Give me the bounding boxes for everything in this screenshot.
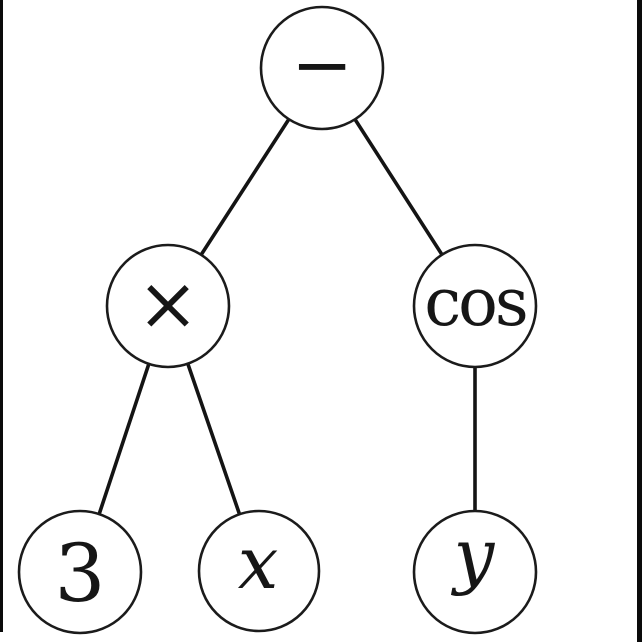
node-y-circle (412, 509, 538, 635)
node-times-label: × (137, 261, 199, 347)
node-three-label: 3 (55, 527, 106, 620)
left-frame-bar (0, 0, 3, 632)
node-three-circle (17, 509, 143, 635)
node-cos-label: cos (424, 264, 526, 341)
right-frame-bar (637, 0, 642, 642)
node-minus-circle (259, 5, 385, 131)
node-x-circle (197, 509, 321, 633)
node-cos-circle (412, 243, 538, 369)
node-minus-label: − (291, 22, 353, 108)
node-times-circle (105, 243, 231, 369)
node-y-label: y (451, 513, 496, 597)
node-x-label: x (238, 521, 279, 605)
